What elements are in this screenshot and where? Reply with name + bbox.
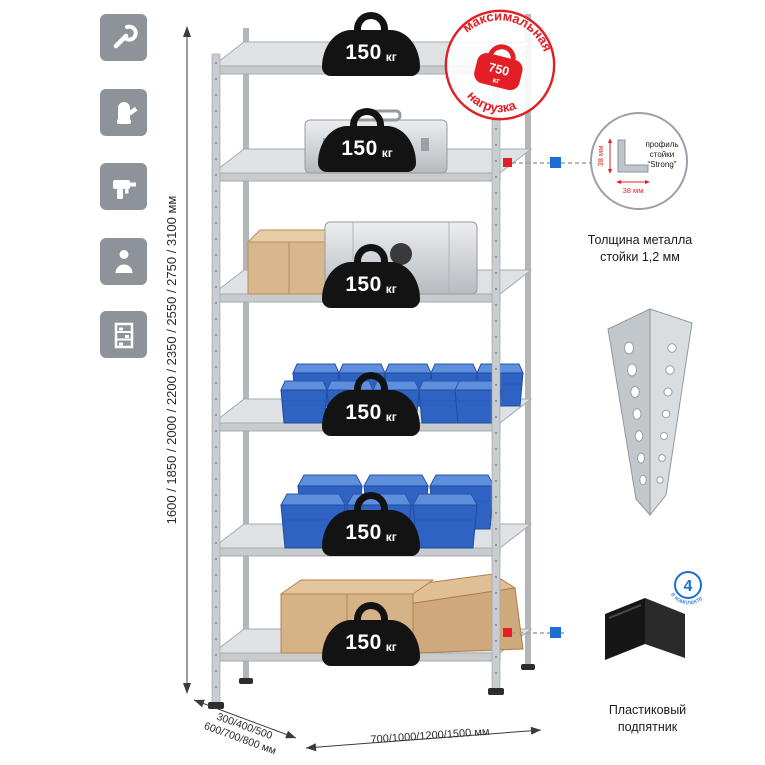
- angle-profile-drawing: [617, 139, 649, 173]
- badge-value: 150: [345, 401, 382, 424]
- included-count-value: 4: [684, 578, 693, 595]
- height-dimension-line: [183, 26, 191, 694]
- profile-label-line2: стойки: [650, 150, 674, 159]
- rack-icon: [114, 322, 133, 348]
- badge-unit: кг: [381, 145, 393, 160]
- feature-tile-gloves: [100, 89, 147, 136]
- foot-callout-connector: [503, 627, 564, 638]
- width-dimension-line: [305, 726, 542, 752]
- badge-unit: кг: [385, 49, 397, 64]
- thickness-caption: Толщина металла стойки 1,2 мм: [565, 232, 715, 266]
- badge-unit: кг: [385, 409, 397, 424]
- badge-unit: кг: [385, 281, 397, 296]
- plastic-foot: [605, 598, 685, 660]
- feature-tile-person: [100, 238, 147, 285]
- profile-label-line3: “Strong”: [648, 160, 677, 169]
- drill-icon: [112, 179, 136, 199]
- badge-unit: кг: [385, 529, 397, 544]
- stamp-value: 750: [487, 60, 511, 79]
- foot-caption-line2: подпятник: [617, 719, 678, 734]
- rear-posts: [243, 14, 531, 680]
- thickness-caption-line2: стойки 1,2 мм: [600, 249, 680, 264]
- thickness-caption-line1: Толщина металла: [587, 233, 693, 247]
- feature-tile-drill: [100, 163, 147, 210]
- kettlebell-handle: [354, 372, 388, 394]
- profile-dim-bottom: 38 мм: [623, 186, 644, 195]
- depth-dimension-line: [193, 699, 297, 739]
- kettlebell-handle: [354, 244, 388, 266]
- profile-label-line1: профиль: [645, 140, 678, 149]
- feature-tile-assembly: [100, 14, 147, 61]
- included-count-badge: 4 в комплекте: [669, 571, 704, 606]
- kettlebell-handle: [354, 12, 388, 34]
- foot-caption-line1: Пластиковый: [608, 703, 687, 717]
- profile-callout-connector: [503, 157, 590, 168]
- kettlebell-handle: [354, 492, 388, 514]
- badge-value: 150: [345, 631, 382, 654]
- profile-dim-side: 38 мм: [596, 146, 605, 167]
- profile-callout: 38 мм 38 мм профиль стойки “Strong”: [590, 112, 688, 210]
- cardboard-box: [246, 229, 345, 295]
- profile-callout-graphic: 38 мм 38 мм профиль стойки “Strong”: [596, 138, 679, 195]
- kettlebell-handle: [350, 108, 384, 130]
- badge-value: 150: [341, 137, 378, 160]
- gloves-icon: [116, 101, 137, 124]
- height-dimension-label: 1600 / 1850 / 2000 / 2200 / 2350 / 2550 …: [164, 195, 179, 525]
- feature-tile-rack: [100, 311, 147, 358]
- person-icon: [115, 249, 132, 273]
- kettlebell-handle: [354, 602, 388, 624]
- badge-value: 150: [345, 521, 382, 544]
- stamp-unit: кг: [492, 75, 501, 85]
- wrench-icon: [113, 24, 138, 48]
- badge-value: 150: [345, 41, 382, 64]
- foot-caption: Пластиковый подпятник: [570, 702, 725, 736]
- perforation-holes: [624, 341, 677, 486]
- stamp-kettlebell: 750 кг: [474, 44, 523, 91]
- badge-value: 150: [345, 273, 382, 296]
- badge-unit: кг: [385, 639, 397, 654]
- perforated-angle-post: [607, 308, 693, 517]
